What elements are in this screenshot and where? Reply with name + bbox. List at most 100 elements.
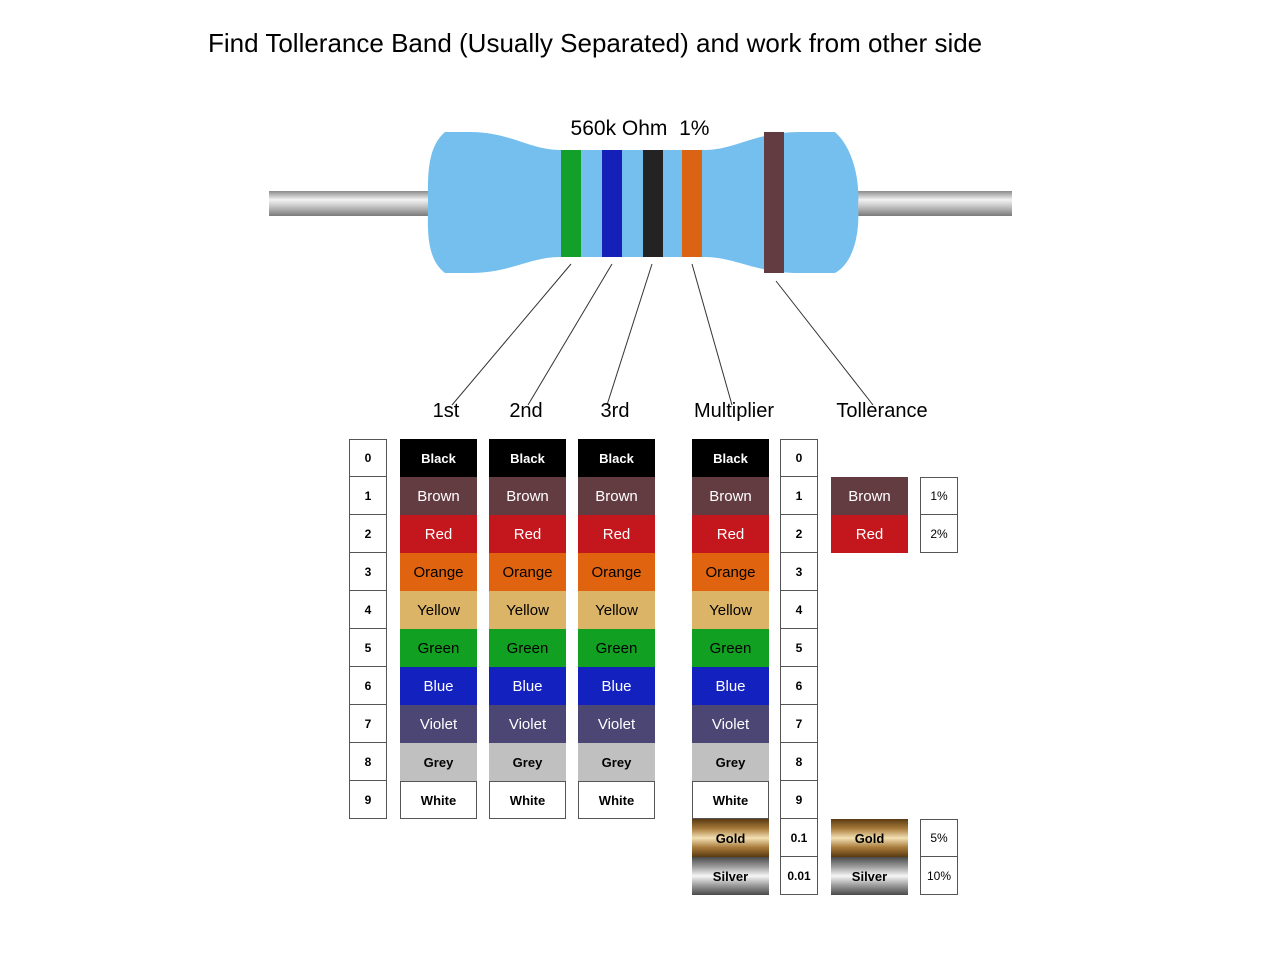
color-band-blue: Blue bbox=[489, 667, 566, 705]
resistor-band-3 bbox=[643, 150, 663, 257]
tolerance-value-silver: 10% bbox=[920, 857, 958, 895]
leader-line-1st bbox=[451, 263, 572, 406]
digit-cell-5: 5 bbox=[349, 629, 387, 667]
tolerance-band-gold: Gold bbox=[831, 819, 908, 857]
multiplier-value-gold: 0.1 bbox=[780, 819, 818, 857]
resistor-band-4 bbox=[682, 150, 702, 257]
tolerance-band-red: Red bbox=[831, 515, 908, 553]
tolerance-value-brown: 1% bbox=[920, 477, 958, 515]
digit-cell-1: 1 bbox=[349, 477, 387, 515]
digit-cell-6: 6 bbox=[780, 667, 818, 705]
header-3rd: 3rd bbox=[600, 400, 630, 422]
color-band-green: Green bbox=[578, 629, 655, 667]
color-band-yellow: Yellow bbox=[400, 591, 477, 629]
color-band-red: Red bbox=[692, 515, 769, 553]
color-band-gold: Gold bbox=[692, 819, 769, 857]
color-band-black: Black bbox=[400, 439, 477, 477]
color-band-silver: Silver bbox=[692, 857, 769, 895]
resistor-band-2 bbox=[602, 150, 622, 257]
resistor-diagram: 560k Ohm 1% bbox=[269, 117, 1012, 406]
color-band-red: Red bbox=[400, 515, 477, 553]
color-band-green: Green bbox=[489, 629, 566, 667]
color-band-green: Green bbox=[400, 629, 477, 667]
resistor-band-5 bbox=[764, 132, 784, 273]
color-band-orange: Orange bbox=[400, 553, 477, 591]
leader-line-tolerance bbox=[775, 280, 874, 406]
color-band-red: Red bbox=[578, 515, 655, 553]
color-band-black: Black bbox=[692, 439, 769, 477]
color-band-orange: Orange bbox=[692, 553, 769, 591]
color-band-yellow: Yellow bbox=[578, 591, 655, 629]
color-band-green: Green bbox=[692, 629, 769, 667]
resistor-lead-right bbox=[845, 191, 1012, 216]
header-tolerance: Tollerance bbox=[836, 400, 928, 422]
color-band-blue: Blue bbox=[578, 667, 655, 705]
tolerance-value-red: 2% bbox=[920, 515, 958, 553]
color-band-yellow: Yellow bbox=[489, 591, 566, 629]
digit-cell-6: 6 bbox=[349, 667, 387, 705]
color-band-violet: Violet bbox=[489, 705, 566, 743]
color-band-brown: Brown bbox=[400, 477, 477, 515]
digit-cell-4: 4 bbox=[349, 591, 387, 629]
color-band-yellow: Yellow bbox=[692, 591, 769, 629]
color-band-brown: Brown bbox=[692, 477, 769, 515]
digit-cell-8: 8 bbox=[349, 743, 387, 781]
tolerance-value-column-top: 1%2% bbox=[920, 477, 958, 553]
digit-cell-2: 2 bbox=[780, 515, 818, 553]
color-band-black: Black bbox=[489, 439, 566, 477]
digit-cell-8: 8 bbox=[780, 743, 818, 781]
color-band-white: White bbox=[578, 781, 655, 819]
tolerance-value-gold: 5% bbox=[920, 819, 958, 857]
tolerance-band-brown: Brown bbox=[831, 477, 908, 515]
digit-cell-9: 9 bbox=[349, 781, 387, 819]
header-1st: 1st bbox=[432, 400, 460, 422]
color-band-violet: Violet bbox=[692, 705, 769, 743]
digit-cell-3: 3 bbox=[780, 553, 818, 591]
leader-line-2nd bbox=[527, 263, 613, 406]
resistor-lead-left bbox=[269, 191, 439, 216]
color-band-violet: Violet bbox=[400, 705, 477, 743]
resistor-label: 560k Ohm 1% bbox=[571, 117, 710, 140]
color-band-white: White bbox=[400, 781, 477, 819]
page-title: Find Tollerance Band (Usually Separated)… bbox=[208, 28, 983, 58]
multiplier-value-silver: 0.01 bbox=[780, 857, 818, 895]
color-band-white: White bbox=[692, 781, 769, 819]
color-band-grey: Grey bbox=[578, 743, 655, 781]
header-multiplier: Multiplier bbox=[693, 400, 775, 422]
color-band-orange: Orange bbox=[489, 553, 566, 591]
tolerance-value-column-bottom: 5%10% bbox=[920, 819, 958, 895]
digit-cell-7: 7 bbox=[780, 705, 818, 743]
digit-cell-2: 2 bbox=[349, 515, 387, 553]
tolerance-band-silver: Silver bbox=[831, 857, 908, 895]
color-band-grey: Grey bbox=[692, 743, 769, 781]
color-band-black: Black bbox=[578, 439, 655, 477]
color-band-grey: Grey bbox=[400, 743, 477, 781]
digit-cell-0: 0 bbox=[780, 439, 818, 477]
digit-cell-3: 3 bbox=[349, 553, 387, 591]
digit-cell-9: 9 bbox=[780, 781, 818, 819]
digit-cell-4: 4 bbox=[780, 591, 818, 629]
color-band-blue: Blue bbox=[400, 667, 477, 705]
leader-line-3rd bbox=[606, 263, 653, 406]
color-band-white: White bbox=[489, 781, 566, 819]
header-2nd: 2nd bbox=[509, 400, 543, 422]
color-band-blue: Blue bbox=[692, 667, 769, 705]
digit-cell-7: 7 bbox=[349, 705, 387, 743]
color-band-grey: Grey bbox=[489, 743, 566, 781]
digit-cell-0: 0 bbox=[349, 439, 387, 477]
digit-cell-1: 1 bbox=[780, 477, 818, 515]
resistor-band-1 bbox=[561, 150, 581, 257]
leader-line-multiplier bbox=[691, 263, 733, 406]
color-band-brown: Brown bbox=[489, 477, 566, 515]
color-band-orange: Orange bbox=[578, 553, 655, 591]
digit-cell-5: 5 bbox=[780, 629, 818, 667]
color-band-brown: Brown bbox=[578, 477, 655, 515]
